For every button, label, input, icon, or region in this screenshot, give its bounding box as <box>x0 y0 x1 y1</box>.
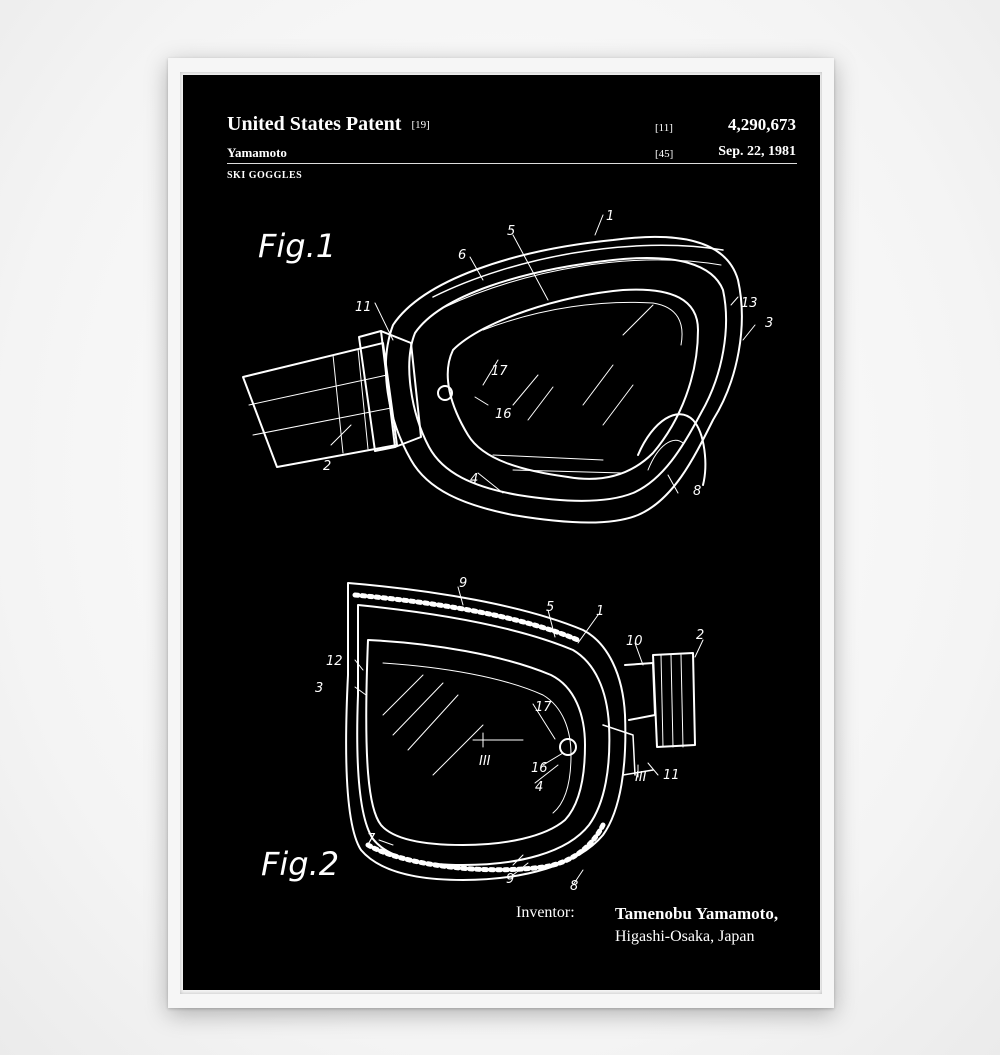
fig2-frame-outer <box>345 582 627 881</box>
fig1-frame-outer <box>384 236 743 524</box>
fig1-ref-5: 5 <box>507 224 515 239</box>
patent-drawing: Fig.1 1 2 3 4 5 6 8 11 13 16 17 <box>242 209 773 894</box>
fig1-lens <box>446 288 699 480</box>
fig2-ref-1: 1 <box>596 604 604 619</box>
inventor-label: Inventor: <box>516 904 575 921</box>
patent-date: Sep. 22, 1981 <box>718 144 796 159</box>
fig2-clip <box>624 662 656 721</box>
fig2-ref-9-top: 9 <box>459 576 467 591</box>
fig1-ref-2: 2 <box>323 459 331 474</box>
fig2-ref-9-bottom: 9 <box>506 872 514 887</box>
fig1-ref-3: 3 <box>765 316 773 331</box>
fig2-strap <box>652 652 696 748</box>
fig1-strap <box>242 342 398 468</box>
fig2-ref-3: 3 <box>315 681 323 696</box>
fig2-ref-8: 8 <box>570 879 578 894</box>
patent-poster: United States Patent [19] Yamamoto SKI GO… <box>183 75 820 990</box>
figure-2: Fig.2 1 2 3 4 5 7 8 9 9 10 11 12 16 17 I… <box>261 576 704 894</box>
fig1-vent <box>437 385 453 401</box>
fig1-ref-11: 11 <box>355 300 372 315</box>
fig2-ref-16: 16 <box>531 761 548 776</box>
fig1-ref-13: 13 <box>741 296 758 311</box>
fig2-ref-17: 17 <box>535 700 552 715</box>
fig2-ref-5: 5 <box>546 600 554 615</box>
fig2-ref-III-right: III <box>635 770 647 785</box>
fig1-ref-1: 1 <box>606 209 614 224</box>
inventor-name: Tamenobu Yamamoto, <box>615 904 779 923</box>
fig2-ref-4: 4 <box>535 780 543 795</box>
fig2-ref-2: 2 <box>696 628 704 643</box>
figure-1: Fig.1 1 2 3 4 5 6 8 11 13 16 17 <box>242 209 773 524</box>
fig2-frame-mid <box>356 604 611 866</box>
fig1-ref-8: 8 <box>693 484 701 499</box>
fig2-ref-10: 10 <box>626 634 643 649</box>
inventor-location: Higashi-Osaka, Japan <box>615 928 755 945</box>
patent-title-code: [19] <box>411 119 430 132</box>
fig2-ref-12: 12 <box>326 654 343 669</box>
header-divider <box>227 163 797 164</box>
patent-date-code: [45] <box>655 148 674 160</box>
fig1-ref-17: 17 <box>491 364 508 379</box>
fig1-frame-inner <box>408 257 728 502</box>
patent-number-code: [11] <box>655 122 673 134</box>
fig2-lens <box>365 639 586 846</box>
fig1-ref-4: 4 <box>470 472 478 487</box>
patent-assignee: Yamamoto <box>227 145 287 160</box>
fig1-nose <box>637 413 707 486</box>
fig2-ref-7: 7 <box>367 832 376 847</box>
patent-title: United States Patent [19] <box>227 113 430 136</box>
fig2-label: Fig.2 <box>261 845 339 883</box>
patent-subject: SKI GOGGLES <box>227 170 303 181</box>
fig2-ref-11: 11 <box>663 768 680 783</box>
patent-number: 4,290,673 <box>728 115 796 134</box>
fig2-ref-III-left: III <box>479 754 491 769</box>
fig1-ref-6: 6 <box>458 248 466 263</box>
patent-title-text: United States Patent <box>227 113 402 135</box>
fig2-vent <box>559 738 577 756</box>
fig1-ref-16: 16 <box>495 407 512 422</box>
fig1-label: Fig.1 <box>258 227 336 265</box>
